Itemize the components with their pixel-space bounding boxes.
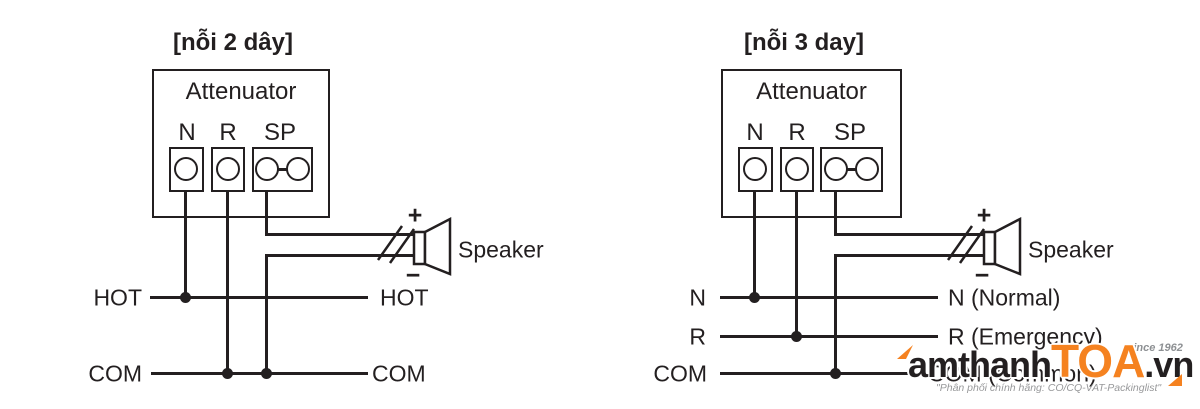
watermark-wedge-icon <box>897 345 913 359</box>
junction-dot <box>261 368 272 379</box>
bus-label-hot-right: HOT <box>380 284 429 311</box>
bus-label-com-left: COM <box>653 360 707 387</box>
bus-label-com-right: COM <box>372 360 426 387</box>
bus-label-hot-left: HOT <box>93 284 142 311</box>
bus-line-com <box>151 372 368 375</box>
junction-dot <box>180 292 191 303</box>
bus-line-r <box>720 335 938 338</box>
terminal-label-n: N <box>178 119 196 146</box>
junction-dot <box>830 368 841 379</box>
bus-label-r-right: R (Emergency) <box>948 323 1103 350</box>
terminal-label-r: R <box>788 119 806 146</box>
terminal-label-sp: SP <box>833 119 866 146</box>
wire-speaker-return <box>834 254 837 375</box>
speaker-plus-label: + <box>976 201 992 230</box>
watermark-tagline: "Phân phối chính hãng: CO/CQ-VAT-Packing… <box>936 382 1162 394</box>
wire-r-vertical <box>226 178 229 375</box>
diagram-2wire-title: [nỗi 2 dây] <box>172 29 293 56</box>
speaker-plus-label: + <box>407 201 423 230</box>
junction-dot <box>791 331 802 342</box>
terminal-screw-sp2-icon <box>286 157 310 181</box>
wire-speaker-minus <box>265 254 415 257</box>
wire-speaker-plus <box>265 233 415 236</box>
watermark-brand-orange: TOA <box>1051 335 1145 387</box>
junction-dot <box>222 368 233 379</box>
wire-n-vertical <box>753 178 756 299</box>
wire-speaker-plus <box>834 233 984 236</box>
attenuator-box <box>152 69 330 218</box>
bus-label-n-right: N (Normal) <box>948 284 1061 311</box>
terminal-label-n: N <box>746 119 764 146</box>
wire-sp-vertical <box>265 178 268 235</box>
speaker-icon <box>376 216 452 276</box>
bus-line-hot <box>150 296 368 299</box>
watermark-brand-black2: .vn <box>1144 344 1194 385</box>
speaker-minus-label: − <box>405 261 421 290</box>
terminal-screw-n-icon <box>743 157 767 181</box>
terminal-label-r: R <box>219 119 237 146</box>
wire-n-vertical <box>184 178 187 299</box>
attenuator-box <box>721 69 902 218</box>
bus-label-r-left: R <box>689 323 706 350</box>
wire-speaker-minus <box>834 254 984 257</box>
sp-terminal-link <box>277 168 289 171</box>
sp-terminal-link <box>846 168 858 171</box>
terminal-screw-sp2-icon <box>855 157 879 181</box>
bus-label-com-right: COM (Common) <box>928 360 1097 387</box>
terminal-screw-r-icon <box>785 157 809 181</box>
terminal-screw-n-icon <box>174 157 198 181</box>
speaker-icon <box>946 216 1022 276</box>
bus-label-com-left: COM <box>88 360 142 387</box>
attenuator-label: Attenuator <box>756 78 867 105</box>
attenuator-label: Attenuator <box>185 78 297 105</box>
wire-r-vertical <box>795 178 798 337</box>
speaker-minus-label: − <box>974 261 990 290</box>
bus-line-com <box>720 372 925 375</box>
watermark-brand-black1: amthanh <box>908 344 1052 385</box>
watermark-wedge2-icon <box>1168 374 1182 386</box>
wire-sp-vertical <box>834 178 837 235</box>
bus-label-n-left: N <box>689 284 706 311</box>
terminal-screw-r-icon <box>216 157 240 181</box>
terminal-label-sp: SP <box>263 119 296 146</box>
terminal-screw-sp1-icon <box>255 157 279 181</box>
junction-dot <box>749 292 760 303</box>
watermark-since-label: Since 1962 <box>1126 342 1183 354</box>
bus-line-n <box>720 296 938 299</box>
speaker-label: Speaker <box>458 236 544 263</box>
speaker-label: Speaker <box>1028 236 1114 263</box>
diagram-3wire-title: [nỗi 3 day] <box>743 29 864 56</box>
terminal-screw-sp1-icon <box>824 157 848 181</box>
wire-speaker-return <box>265 254 268 375</box>
